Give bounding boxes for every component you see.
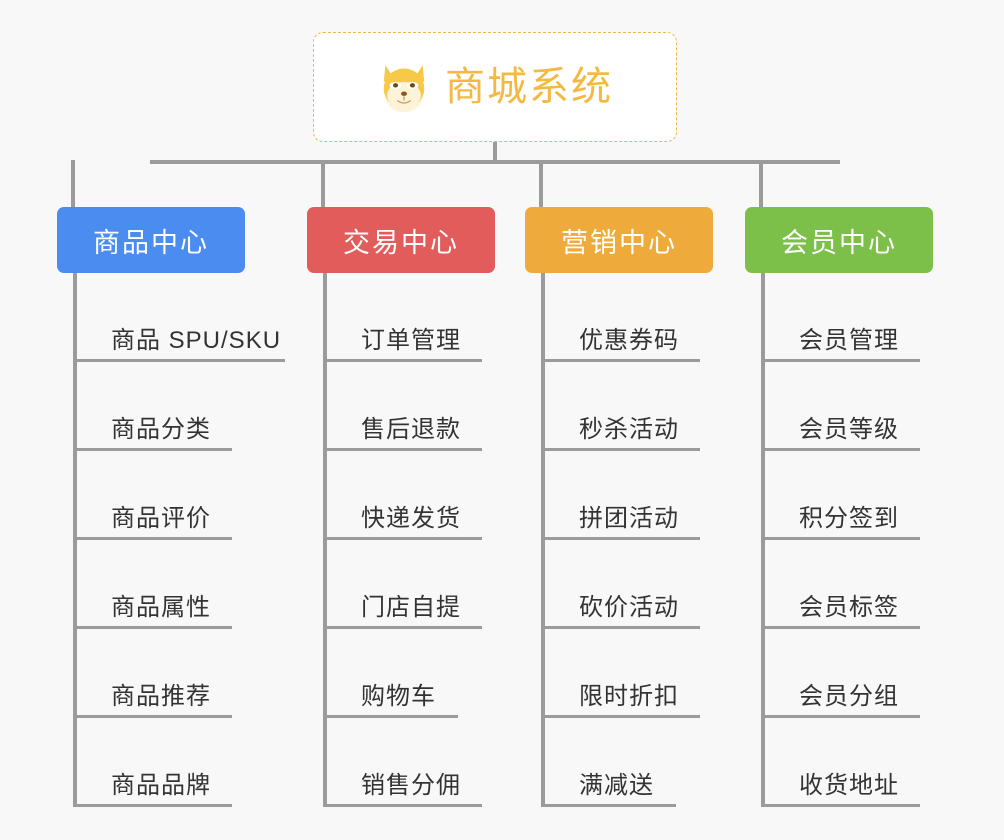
leaf-label: 商品属性 <box>111 594 211 622</box>
list-item[interactable]: 售后退款 <box>327 362 482 451</box>
list-item[interactable]: 商品属性 <box>77 540 232 629</box>
list-item[interactable]: 限时折扣 <box>545 629 700 718</box>
list-item[interactable]: 订单管理 <box>327 273 482 362</box>
leaf-label: 售后退款 <box>361 416 461 444</box>
branch-header-marketing-center[interactable]: 营销中心 <box>525 207 713 273</box>
branch-header-product-center[interactable]: 商品中心 <box>57 207 245 273</box>
leaf-label: 会员管理 <box>799 327 899 355</box>
leaf-label: 商品评价 <box>111 505 211 533</box>
connector-root-stem <box>493 142 497 164</box>
leaf-label: 订单管理 <box>361 327 461 355</box>
list-item[interactable]: 门店自提 <box>327 540 482 629</box>
leaf-label: 商品分类 <box>111 416 211 444</box>
branch-trade-center: 交易中心 订单管理 售后退款 快递发货 门店自提 购物车 销售分佣 <box>307 207 495 807</box>
list-item[interactable]: 购物车 <box>327 629 458 718</box>
leaf-label: 优惠券码 <box>579 327 679 355</box>
leaf-label: 商品 SPU/SKU <box>111 327 282 355</box>
branch-header-label: 交易中心 <box>343 227 459 258</box>
leaf-label: 限时折扣 <box>579 683 679 711</box>
list-item[interactable]: 快递发货 <box>327 451 482 540</box>
list-item[interactable]: 会员分组 <box>765 629 920 718</box>
list-item[interactable]: 商品推荐 <box>77 629 232 718</box>
branch-header-trade-center[interactable]: 交易中心 <box>307 207 495 273</box>
leaf-label: 收货地址 <box>799 772 899 800</box>
branch-header-label: 营销中心 <box>561 227 677 258</box>
connector-drop-product-center <box>71 160 75 208</box>
leaf-label: 销售分佣 <box>361 772 461 800</box>
connector-horizontal-bus <box>150 160 840 164</box>
branch-marketing-center: 营销中心 优惠券码 秒杀活动 拼团活动 砍价活动 限时折扣 满减送 <box>525 207 713 807</box>
branch-member-center: 会员中心 会员管理 会员等级 积分签到 会员标签 会员分组 收货地址 <box>745 207 933 807</box>
leaf-label: 会员分组 <box>799 683 899 711</box>
branch-body-product-center: 商品 SPU/SKU 商品分类 商品评价 商品属性 商品推荐 商品品牌 <box>73 273 285 807</box>
root-title: 商城系统 <box>445 65 613 109</box>
branch-header-member-center[interactable]: 会员中心 <box>745 207 933 273</box>
list-item[interactable]: 拼团活动 <box>545 451 700 540</box>
list-item[interactable]: 收货地址 <box>765 718 920 807</box>
list-item[interactable]: 满减送 <box>545 718 676 807</box>
list-item[interactable]: 商品评价 <box>77 451 232 540</box>
leaf-label: 会员标签 <box>799 594 899 622</box>
list-item[interactable]: 商品分类 <box>77 362 232 451</box>
root-node[interactable]: 商城系统 <box>313 32 677 142</box>
branch-header-label: 会员中心 <box>781 227 897 258</box>
connector-drop-trade-center <box>321 160 325 208</box>
list-item[interactable]: 秒杀活动 <box>545 362 700 451</box>
leaf-label: 会员等级 <box>799 416 899 444</box>
connector-drop-member-center <box>759 160 763 208</box>
list-item[interactable]: 会员标签 <box>765 540 920 629</box>
list-item[interactable]: 会员管理 <box>765 273 920 362</box>
leaf-label: 砍价活动 <box>579 594 679 622</box>
list-item[interactable]: 商品 SPU/SKU <box>77 273 285 362</box>
shiba-dog-face-icon <box>383 65 425 113</box>
list-item[interactable]: 商品品牌 <box>77 718 232 807</box>
branch-body-marketing-center: 优惠券码 秒杀活动 拼团活动 砍价活动 限时折扣 满减送 <box>541 273 713 807</box>
leaf-label: 满减送 <box>579 772 654 800</box>
branch-body-trade-center: 订单管理 售后退款 快递发货 门店自提 购物车 销售分佣 <box>323 273 495 807</box>
leaf-label: 门店自提 <box>361 594 461 622</box>
leaf-label: 商品推荐 <box>111 683 211 711</box>
branch-body-member-center: 会员管理 会员等级 积分签到 会员标签 会员分组 收货地址 <box>761 273 933 807</box>
list-item[interactable]: 销售分佣 <box>327 718 482 807</box>
connector-drop-marketing-center <box>539 160 543 208</box>
leaf-label: 购物车 <box>361 683 436 711</box>
list-item[interactable]: 砍价活动 <box>545 540 700 629</box>
leaf-label: 拼团活动 <box>579 505 679 533</box>
branch-header-label: 商品中心 <box>93 227 209 258</box>
list-item[interactable]: 会员等级 <box>765 362 920 451</box>
leaf-label: 积分签到 <box>799 505 899 533</box>
list-item[interactable]: 优惠券码 <box>545 273 700 362</box>
list-item[interactable]: 积分签到 <box>765 451 920 540</box>
leaf-label: 快递发货 <box>361 505 461 533</box>
leaf-label: 商品品牌 <box>111 772 211 800</box>
leaf-label: 秒杀活动 <box>579 416 679 444</box>
branch-product-center: 商品中心 商品 SPU/SKU 商品分类 商品评价 商品属性 商品推荐 商品品牌 <box>57 207 285 807</box>
